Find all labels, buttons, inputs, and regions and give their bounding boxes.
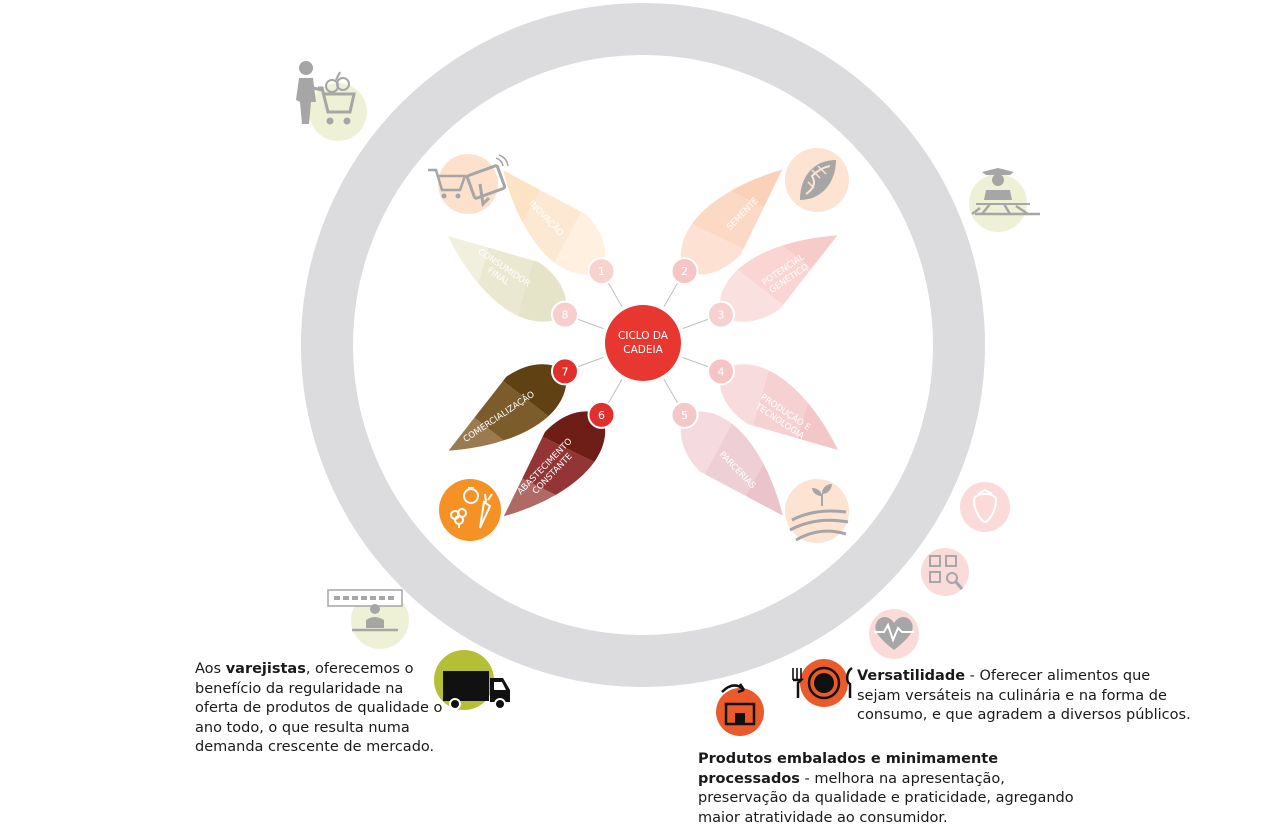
badge-1-number: 1 <box>598 265 605 278</box>
petal-8-band-1 <box>431 232 489 332</box>
badge-6: 6 <box>587 400 616 429</box>
badge-3: 3 <box>707 300 735 329</box>
versatility-text-post: - Oferecer alimentos que sejam versáteis… <box>857 668 1191 723</box>
center-label-line1: CICLO DA <box>618 330 669 342</box>
badge-7-number: 7 <box>562 365 569 378</box>
badge-4-number: 4 <box>718 365 725 378</box>
badge-1: 1 <box>587 257 616 286</box>
packaged-product-icon <box>716 683 764 736</box>
shopper-cart-icon <box>296 61 367 141</box>
packaged-products-description: Produtos embalados e minimamente process… <box>698 750 1078 828</box>
badge-2-circle <box>670 257 699 286</box>
badge-5-number: 5 <box>681 409 688 422</box>
versatility-text-bold: Versatilidade <box>857 668 966 684</box>
strawberry-icon <box>960 482 1010 532</box>
dna-seed-icon <box>785 148 849 212</box>
delivery-truck-icon <box>434 650 510 710</box>
retailers-text-bold: varejistas <box>225 661 306 677</box>
badge-8: 8 <box>551 300 579 329</box>
crop-field-icon <box>785 479 849 543</box>
badge-5-circle <box>670 400 699 429</box>
vegetables-icon <box>439 479 501 541</box>
packaged-text-bold: Produtos embalados e minimamente process… <box>698 751 999 787</box>
cycle-center: CICLO DA CADEIA <box>605 305 681 381</box>
petal-4-band-1 <box>797 354 855 454</box>
badge-8-circle <box>551 300 579 329</box>
badge-2: 2 <box>670 257 699 286</box>
center-circle <box>605 305 681 381</box>
badge-6-number: 6 <box>598 409 605 422</box>
retail-store-icon <box>327 589 409 649</box>
badge-6-circle <box>587 400 616 429</box>
heart-health-icon <box>869 609 919 659</box>
retailers-text-post: , oferecemos o benefício da regularidade… <box>195 661 443 755</box>
cycle-ring <box>301 3 985 687</box>
tablet-shopping-icon <box>428 154 509 214</box>
badge-3-number: 3 <box>718 309 725 322</box>
badge-1-circle <box>587 257 616 286</box>
badge-5: 5 <box>670 400 699 429</box>
badge-2-number: 2 <box>681 265 688 278</box>
farmer-field-icon <box>969 168 1040 232</box>
badge-4-circle <box>707 357 735 386</box>
badge-8-number: 8 <box>562 309 569 322</box>
retailers-description: Aos varejistas, oferecemos o benefício d… <box>195 660 445 758</box>
center-label-line2: CADEIA <box>623 344 663 356</box>
badge-7: 7 <box>551 357 579 386</box>
badge-3-circle <box>707 300 735 329</box>
plate-cutlery-icon <box>792 659 853 707</box>
badges-layer: 1 2 3 4 5 6 7 8 <box>551 257 735 429</box>
retailers-text-pre: Aos <box>195 661 226 677</box>
qr-code-icon <box>921 548 969 596</box>
petal-2-band-1 <box>685 149 789 208</box>
badge-7-circle <box>551 357 579 386</box>
versatility-description: Versatilidade - Oferecer alimentos que s… <box>857 667 1197 726</box>
petal-6-band-1 <box>497 478 601 537</box>
badge-4: 4 <box>707 357 735 386</box>
